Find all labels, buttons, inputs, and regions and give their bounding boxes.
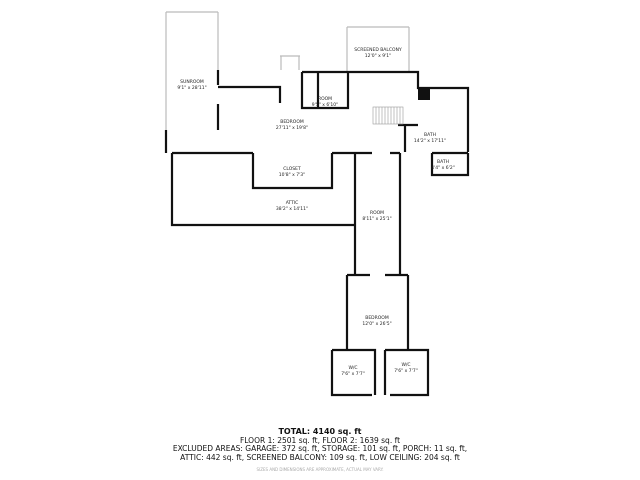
excluded-areas-2: ATTIC: 442 sq. ft, SCREENED BALCONY: 109…	[180, 452, 460, 462]
window-walls	[165, 11, 469, 140]
excluded-areas-1: EXCLUDED AREAS: GARAGE: 372 sq. ft, STOR…	[172, 444, 468, 454]
chimney	[418, 88, 430, 100]
total-area: TOTAL: 4140 sq. ft	[278, 427, 362, 436]
floor-areas: FLOOR 1: 2501 sq. ft, FLOOR 2: 1639 sq. …	[239, 435, 401, 445]
walls	[164, 70, 470, 397]
stairs	[372, 106, 404, 125]
area-summary: TOTAL: 4140 sq. ft FLOOR 1: 2501 sq. ft,…	[0, 427, 640, 462]
disclaimer: SIZES AND DIMENSIONS ARE APPROXIMATE, AC…	[256, 467, 384, 472]
